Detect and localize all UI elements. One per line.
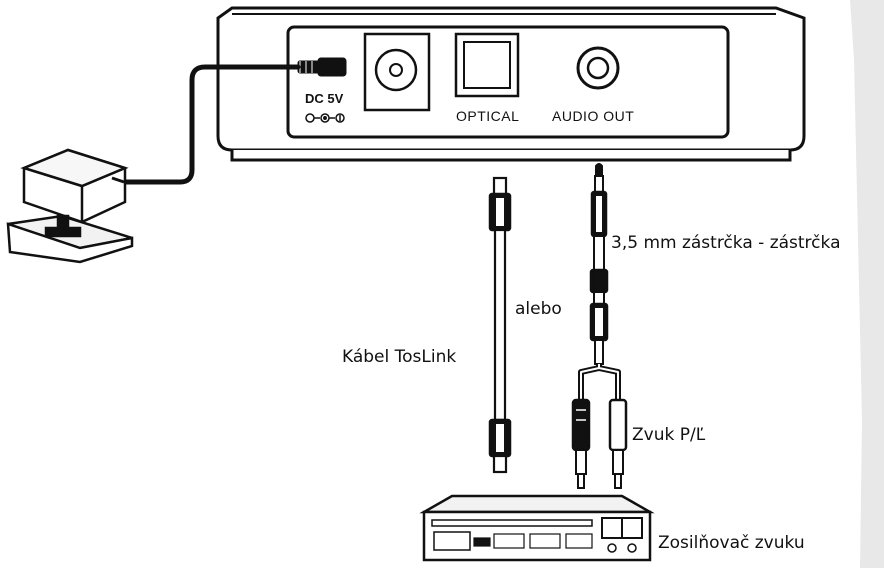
dc-port (363, 32, 431, 112)
page-edge-shade (850, 0, 884, 568)
amplifier-label: Zosilňovač zvuku (658, 533, 805, 553)
dc-label: DC 5V (305, 91, 344, 106)
power-cable (112, 64, 301, 185)
dc-plug (297, 57, 347, 77)
optical-label: OPTICAL (456, 108, 519, 124)
amplifier-icon (419, 494, 655, 562)
rca-plug-left (571, 398, 591, 489)
zvuk-pl-label: Zvuk P/Ľ (632, 425, 706, 445)
toslink-label: Kábel TosLink (342, 347, 456, 367)
audio-out-label: AUDIO OUT (552, 108, 634, 124)
jack-cable-label: 3,5 mm zástrčka - zástrčka (611, 233, 840, 253)
alebo-label: alebo (515, 299, 562, 319)
jack-cable (589, 163, 609, 365)
optical-port (454, 32, 520, 98)
rca-plug-right (608, 398, 628, 489)
audio-out-port (576, 46, 620, 90)
power-adapter-icon (6, 148, 134, 264)
polarity-icon (305, 113, 345, 123)
y-splitter (578, 364, 621, 400)
toslink-cable (488, 176, 512, 474)
